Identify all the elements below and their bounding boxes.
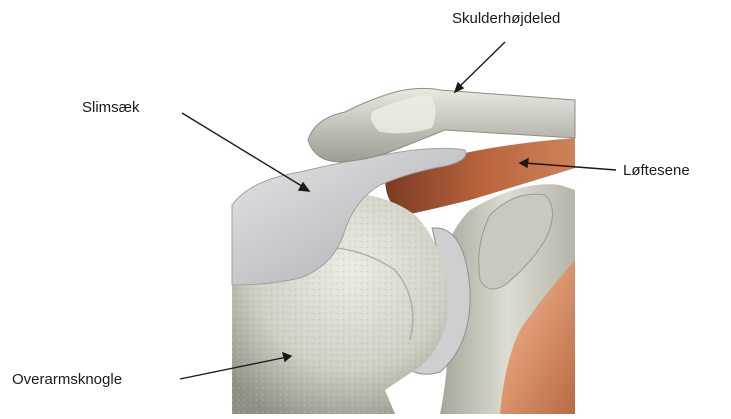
bursa-label: Slimsæk [82,100,140,115]
humerus-label: Overarmsknogle [12,372,122,387]
leader-acromion [458,42,505,88]
rotator-cuff-tendon-label: Løftesene [623,163,690,178]
acromion-label: Skulderhøjdeled [452,11,560,26]
leader-bursa [182,113,305,188]
